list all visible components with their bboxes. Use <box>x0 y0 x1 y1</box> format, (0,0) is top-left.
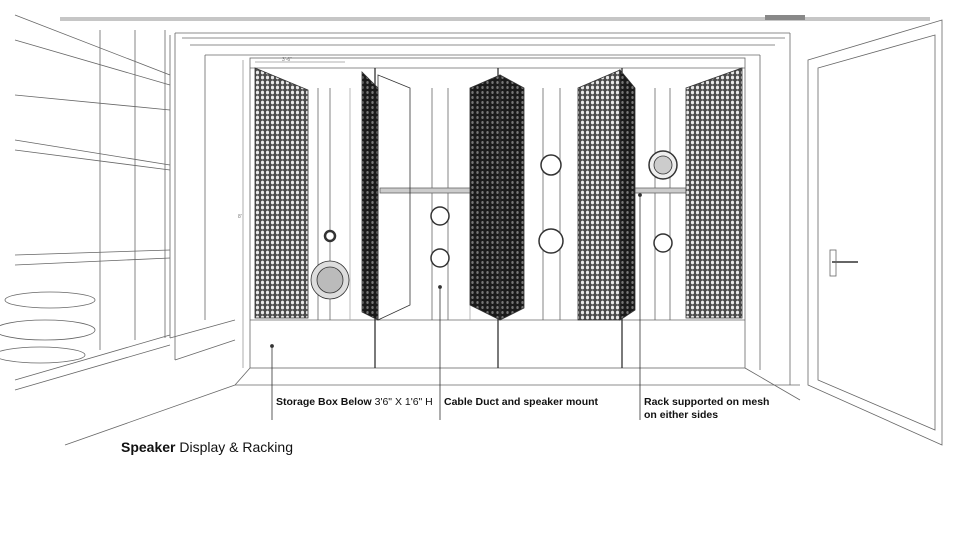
door <box>807 19 943 446</box>
mesh-panels <box>254 67 743 321</box>
annotation-bold: Cable Duct and speaker mount <box>444 396 599 408</box>
leader-lines <box>270 193 642 420</box>
annotation-cable-duct: Cable Duct and speaker mount <box>444 396 598 409</box>
speakers <box>310 150 678 300</box>
left-shelving-unit <box>0 14 236 391</box>
floor-lines <box>64 367 801 446</box>
title-rest: Display & Racking <box>179 439 293 455</box>
annotation-bold: Storage Box Below <box>276 396 372 408</box>
annotation-storage-box: Storage Box Below 3'6" X 1'6" H <box>276 396 433 409</box>
annotation-text: 3'6" X 1'6" H <box>374 396 433 408</box>
ceiling-lines <box>60 15 930 385</box>
annotation-bold: Rack supported on mesh on either sides <box>644 396 770 421</box>
height-dimension: 8' <box>238 214 242 220</box>
annotation-rack: Rack supported on mesh on either sides <box>644 396 774 422</box>
title-bold: Speaker <box>121 439 176 455</box>
width-dimension: 3'-6" <box>282 57 292 63</box>
drawing-title: Speaker Display & Racking <box>121 439 293 455</box>
